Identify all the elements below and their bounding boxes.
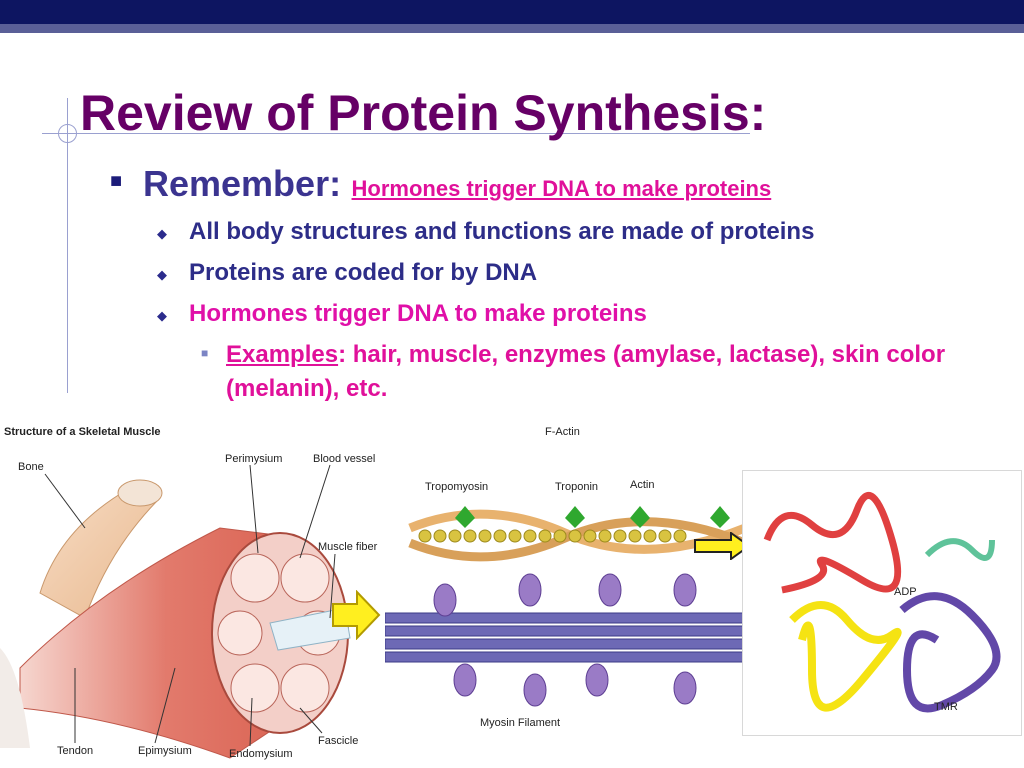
label-adp: ADP: [894, 586, 917, 598]
fascicle-bundle: [230, 553, 280, 603]
skeletal-muscle-image: Structure of a Skeletal Muscle Bone Peri…: [0, 426, 378, 760]
examples-label: Examples: [226, 341, 339, 368]
arrow-right-icon: [694, 532, 751, 560]
leader-line: [44, 473, 86, 529]
slide-title: Review of Protein Synthesis:: [80, 85, 767, 141]
sub-bullet-1: All body structures and functions are ma…: [189, 218, 815, 245]
sub-bullet-2: Proteins are coded for by DNA: [189, 259, 538, 286]
fascicle-bundle: [217, 610, 263, 656]
leader-line: [249, 464, 259, 554]
small-square-bullet-icon: ■: [201, 346, 209, 360]
decor-crosshair-circle: [58, 124, 77, 143]
fascicle-bundle: [280, 663, 330, 713]
protein-green-domain: [924, 538, 995, 561]
decor-horizontal-line: [42, 133, 750, 134]
tendon-shape: [0, 648, 30, 748]
label-troponin: Troponin: [555, 481, 598, 493]
leader-line: [329, 553, 336, 619]
examples-text: : hair, muscle, enzymes (amylase, lactas…: [226, 341, 946, 402]
bone-end: [117, 479, 163, 507]
label-tropomyosin: Tropomyosin: [425, 481, 488, 493]
label-tendon: Tendon: [57, 745, 93, 757]
remember-label: Remember:: [143, 163, 342, 204]
top-bar-stripe: [0, 24, 1024, 33]
label-muscle-fiber: Muscle fiber: [318, 541, 378, 553]
muscle-fiber-shape: [269, 607, 351, 651]
label-fascicle: Fascicle: [318, 735, 358, 747]
sub-bullet-3: Hormones trigger DNA to make proteins: [189, 300, 647, 327]
fascicle-bundle: [230, 663, 280, 713]
protein-yellow-domain: [789, 601, 902, 712]
leader-line: [249, 697, 253, 747]
actin-title: F-Actin: [545, 426, 580, 438]
label-blood-vessel: Blood vessel: [313, 453, 375, 465]
protein-red-domain: [763, 492, 902, 594]
label-myosin-filament: Myosin Filament: [480, 717, 560, 729]
square-bullet-icon: ■: [110, 170, 123, 192]
top-bar: [0, 0, 1024, 24]
diamond-bullet-icon: ◆: [157, 226, 167, 241]
label-epimysium: Epimysium: [138, 745, 192, 757]
label-tmr: TMR: [934, 701, 958, 713]
leader-line: [299, 707, 323, 734]
label-endomysium: Endomysium: [229, 748, 293, 760]
fascicle-bundle: [280, 553, 330, 603]
bullet-remember: Remember: Hormones trigger DNA to make p…: [143, 163, 771, 205]
leader-line: [154, 667, 176, 744]
label-actin: Actin: [630, 479, 654, 491]
decor-vertical-line: [67, 98, 68, 393]
diamond-bullet-icon: ◆: [157, 267, 167, 282]
protein-structure-image: ADP TMR: [742, 470, 1022, 736]
label-bone: Bone: [18, 461, 44, 473]
actin-myosin-image: F-Actin Tropomyosin Troponin Actin Myosi…: [385, 426, 745, 729]
diamond-bullet-icon: ◆: [157, 308, 167, 323]
leader-line: [299, 464, 331, 559]
remember-highlight: Hormones trigger DNA to make proteins: [351, 176, 772, 201]
muscle-title: Structure of a Skeletal Muscle: [4, 426, 161, 438]
arrow-right-icon: [332, 590, 381, 640]
label-perimysium: Perimysium: [225, 453, 282, 465]
protein-purple-domain: [899, 592, 1001, 713]
examples-bullet: Examples: hair, muscle, enzymes (amylase…: [226, 338, 966, 406]
